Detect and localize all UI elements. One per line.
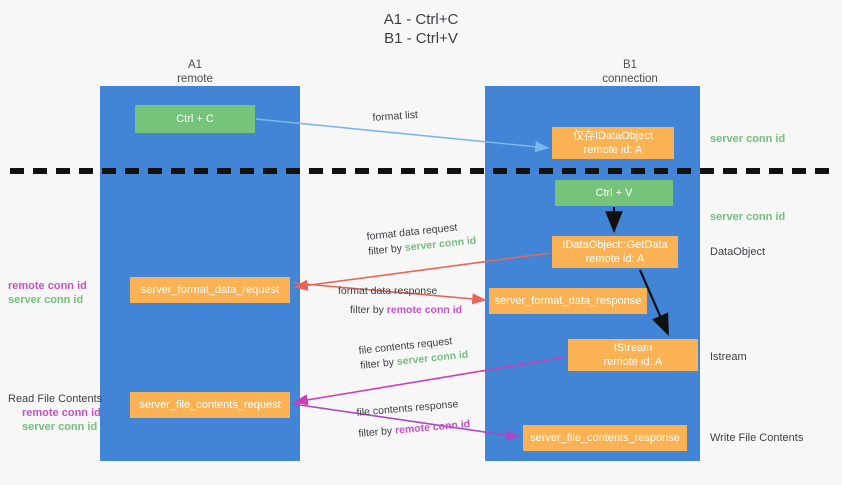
left-note-2-server: server conn id [22,421,98,433]
arrow-format-list [255,118,550,153]
left-note-read-file-contents: Read File Contents remote conn id server… [8,392,102,434]
left-note-1-remote: remote conn id [8,280,87,292]
note-istream: Istream [710,351,747,363]
box-server-file-contents-request[interactable]: server_file_contents_request [130,392,290,418]
arrow-format-data-response [292,282,487,305]
filter-value-remote-conn-id: remote conn id [386,304,463,316]
note-server-conn-id-2: server conn id [710,211,786,223]
column-a1-sub: remote [177,73,213,85]
page-title: A1 - Ctrl+C B1 - Ctrl+V [0,10,842,48]
note-server-conn-id-1: server conn id [710,133,786,145]
filter-prefix: filter by [357,424,396,440]
box-getdata[interactable]: IDataObject::GetData remote id: A [552,236,678,268]
box-server-format-data-request-label: server_format_data_request [140,284,280,296]
box-idataobject[interactable]: 仅存IDataObject remote id: A [552,127,674,159]
box-ctrl-c-label: Ctrl + C [176,113,214,125]
box-ctrl-v[interactable]: Ctrl + V [555,180,673,206]
box-ctrl-v-label: Ctrl + V [595,187,633,199]
title-line-2: B1 - Ctrl+V [384,30,458,47]
filter-prefix: filter by [367,242,406,258]
box-server-file-contents-response-label: server_file_contents_response [530,432,680,444]
column-b1-name: B1 [622,59,638,71]
column-b1-sub: connection [602,73,658,85]
flow-label-format-data-response: format data response filter by remote co… [338,284,462,318]
arrow-getdata-istream [638,269,670,337]
flow-label-format-list-text: format list [372,108,419,124]
note-dataobject: DataObject [710,246,766,258]
left-note-2-remote: remote conn id [22,407,101,419]
box-server-format-data-response[interactable]: server_format_data_response [489,288,647,314]
box-ctrl-c[interactable]: Ctrl + C [135,105,255,133]
box-istream[interactable]: IStream remote id: A [568,339,698,371]
box-getdata-line2: remote id: A [585,253,645,265]
filter-prefix: filter by [359,356,398,372]
note-write-file-contents: Write File Contents [710,432,804,444]
column-header-b1: B1 connection [555,58,705,86]
flow-label-format-data-response-text: format data response [338,285,438,297]
column-a1-name: A1 [187,59,203,71]
box-istream-line2: remote id: A [603,356,663,368]
box-idataobject-line1: 仅存IDataObject [572,130,654,142]
left-note-1-server: server conn id [8,294,84,306]
box-server-format-data-request[interactable]: server_format_data_request [130,277,290,303]
column-header-a1: A1 remote [120,58,270,86]
arrow-file-contents-response [292,403,521,441]
arrow-format-data-request [293,252,551,291]
box-idataobject-line2: remote id: A [583,144,643,156]
box-getdata-line1: IDataObject::GetData [562,239,668,251]
left-note-2-title: Read File Contents [8,393,103,405]
box-istream-line1: IStream [613,342,653,354]
filter-prefix: filter by [350,304,387,316]
title-line-1: A1 - Ctrl+C [383,11,459,28]
box-server-file-contents-response[interactable]: server_file_contents_response [523,425,687,451]
left-note-conn-ids-1: remote conn id server conn id [8,279,87,307]
flow-label-format-data-response-filter: filter by remote conn id [338,303,462,318]
arrow-file-contents-request [293,356,567,406]
box-server-file-contents-request-label: server_file_contents_request [139,399,281,411]
flow-label-format-list: format list [372,108,418,126]
box-server-format-data-response-label: server_format_data_response [494,295,642,307]
